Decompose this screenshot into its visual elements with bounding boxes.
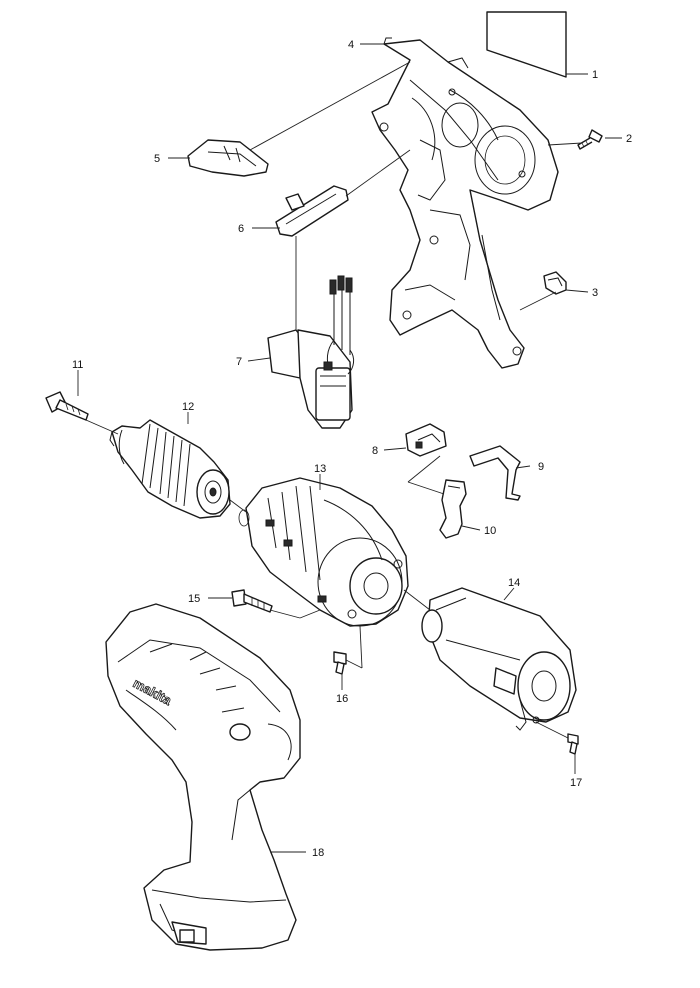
leader-lines	[77, 43, 622, 853]
part-10-brush-holder	[439, 479, 467, 539]
callout-2: 2	[626, 133, 632, 145]
callout-4: 4	[348, 39, 354, 51]
callout-17: 17	[570, 777, 582, 789]
part-13-gear-assembly	[238, 477, 409, 627]
part-18-housing-half: makita	[105, 603, 301, 951]
callout-15: 15	[188, 593, 200, 605]
part-14-motor	[421, 587, 577, 731]
callout-6: 6	[238, 223, 244, 235]
part-6-lever	[275, 185, 349, 237]
part-1-label-plate	[486, 11, 567, 78]
part-5-slide-plate	[187, 139, 269, 177]
part-15-screw	[231, 589, 273, 613]
callout-8: 8	[372, 445, 378, 457]
callout-16: 16	[336, 693, 348, 705]
part-2-screw	[577, 129, 603, 150]
part-4-housing-half	[371, 37, 559, 369]
callout-14: 14	[508, 577, 520, 589]
part-16-screw	[333, 651, 347, 675]
callout-10: 10	[484, 525, 496, 537]
part-9-contact-strip	[469, 445, 521, 501]
callout-12: 12	[182, 401, 194, 413]
callout-11: 11	[72, 359, 83, 371]
callout-1: 1	[592, 69, 598, 81]
callout-18: 18	[312, 847, 324, 859]
callout-labels: 1 2 3 4 5 6 7 8 9 10 11 12 13 14 15 16 1…	[72, 39, 632, 859]
callout-7: 7	[236, 356, 242, 368]
part-11-chuck-screw	[45, 391, 89, 421]
callout-3: 3	[592, 287, 598, 299]
part-8-terminal-block	[405, 423, 447, 457]
part-12-drill-chuck	[109, 419, 231, 519]
part-17-screw	[567, 733, 579, 755]
callout-13: 13	[314, 463, 326, 475]
part-7-switch	[267, 275, 355, 429]
callout-9: 9	[538, 461, 544, 473]
callout-5: 5	[154, 153, 160, 165]
part-3-clip	[543, 271, 567, 295]
